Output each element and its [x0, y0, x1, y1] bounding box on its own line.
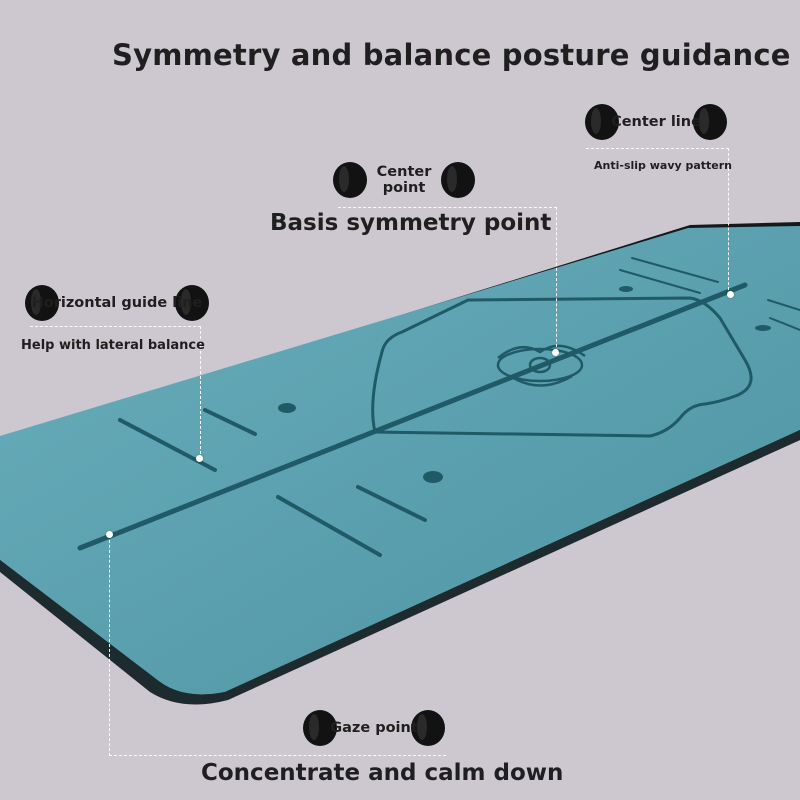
- gaze-markers: [278, 286, 771, 483]
- gaze-point-pill: Gaze point: [303, 710, 445, 746]
- horizontal-guide-right-2: [619, 269, 701, 294]
- pill-cap-right: [441, 162, 475, 198]
- pill-cap-right: [175, 285, 209, 321]
- center-point-pill: Center point: [333, 162, 475, 198]
- center-point-leader: [338, 207, 557, 352]
- horizontal-guide-left-2: [203, 408, 257, 436]
- pill-cap-left: [585, 104, 619, 140]
- pill-cap-left: [25, 285, 59, 321]
- gaze-drop-1: [278, 403, 296, 413]
- symmetry-frame: [371, 296, 753, 438]
- horizontal-guide-leader: [30, 326, 201, 459]
- lotus-emblem-icon: [496, 344, 586, 387]
- center-line-leader: [586, 148, 729, 295]
- horizontal-guide-pill: Horizontal guide line: [25, 285, 209, 321]
- page-title: Symmetry and balance posture guidance: [112, 38, 791, 72]
- horizontal-guide-left-3: [276, 495, 382, 557]
- horizontal-guide-right-3: [767, 299, 800, 311]
- horizontal-guide-dot: [196, 455, 203, 462]
- center-line-mark: [77, 282, 748, 551]
- horizontal-guide-left-4: [356, 485, 427, 522]
- gaze-drop-2: [423, 471, 443, 483]
- horizontal-guide-description: Help with lateral balance: [21, 338, 205, 353]
- gaze-point-label: Gaze point: [330, 720, 418, 736]
- mat-guide-lines: [77, 257, 800, 557]
- pill-cap-right: [411, 710, 445, 746]
- center-point-dot: [552, 349, 559, 356]
- center-point-heading: Basis symmetry point: [270, 210, 552, 236]
- horizontal-guide-label: Horizontal guide line: [31, 295, 203, 311]
- gaze-drop-4: [755, 325, 771, 331]
- horizontal-guide-right-4: [769, 317, 800, 331]
- center-line-pill: Center line: [585, 104, 727, 140]
- center-line-dot: [727, 291, 734, 298]
- pill-cap-right: [693, 104, 727, 140]
- gaze-point-leader: [109, 535, 446, 756]
- center-line-description: Anti-slip wavy pattern: [594, 159, 733, 172]
- horizontal-guide-right-1: [631, 257, 719, 283]
- gaze-drop-3: [619, 286, 633, 292]
- center-point-label: Center point: [376, 164, 432, 196]
- gaze-point-heading: Concentrate and calm down: [201, 760, 564, 786]
- pill-cap-left: [333, 162, 367, 198]
- center-line-label: Center line: [611, 114, 701, 130]
- gaze-point-dot: [106, 531, 113, 538]
- pill-cap-left: [303, 710, 337, 746]
